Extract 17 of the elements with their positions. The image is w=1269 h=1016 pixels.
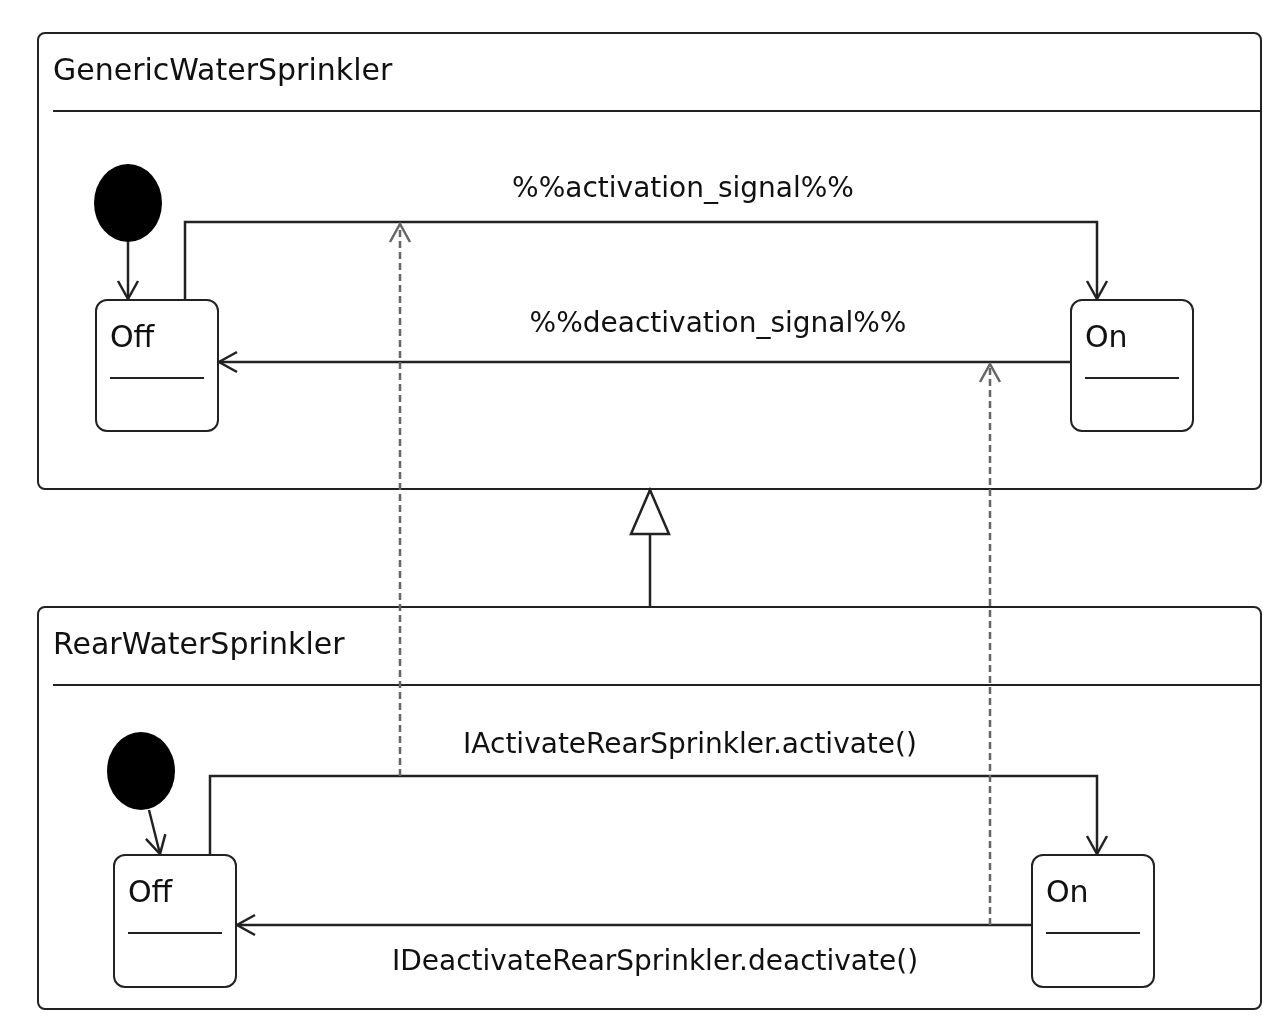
state-name: Off — [128, 874, 173, 909]
state-box — [1031, 854, 1155, 988]
transition-arrow — [217, 350, 1070, 374]
state-name: On — [1046, 874, 1089, 909]
composite-state-title: RearWaterSprinkler — [53, 626, 345, 661]
transition-arrow — [235, 913, 1031, 937]
composite-state-title: GenericWaterSprinkler — [53, 52, 393, 87]
transition-arrow — [208, 774, 1109, 856]
state-name: Off — [110, 319, 155, 354]
state-name: On — [1085, 319, 1128, 354]
transition-arrow — [116, 242, 140, 301]
state-box — [95, 299, 219, 432]
transition-arrow — [144, 809, 167, 856]
generalization-arrow — [629, 488, 671, 606]
state-box — [113, 854, 237, 988]
transition-arrow — [183, 220, 1109, 301]
state-box — [1070, 299, 1194, 432]
